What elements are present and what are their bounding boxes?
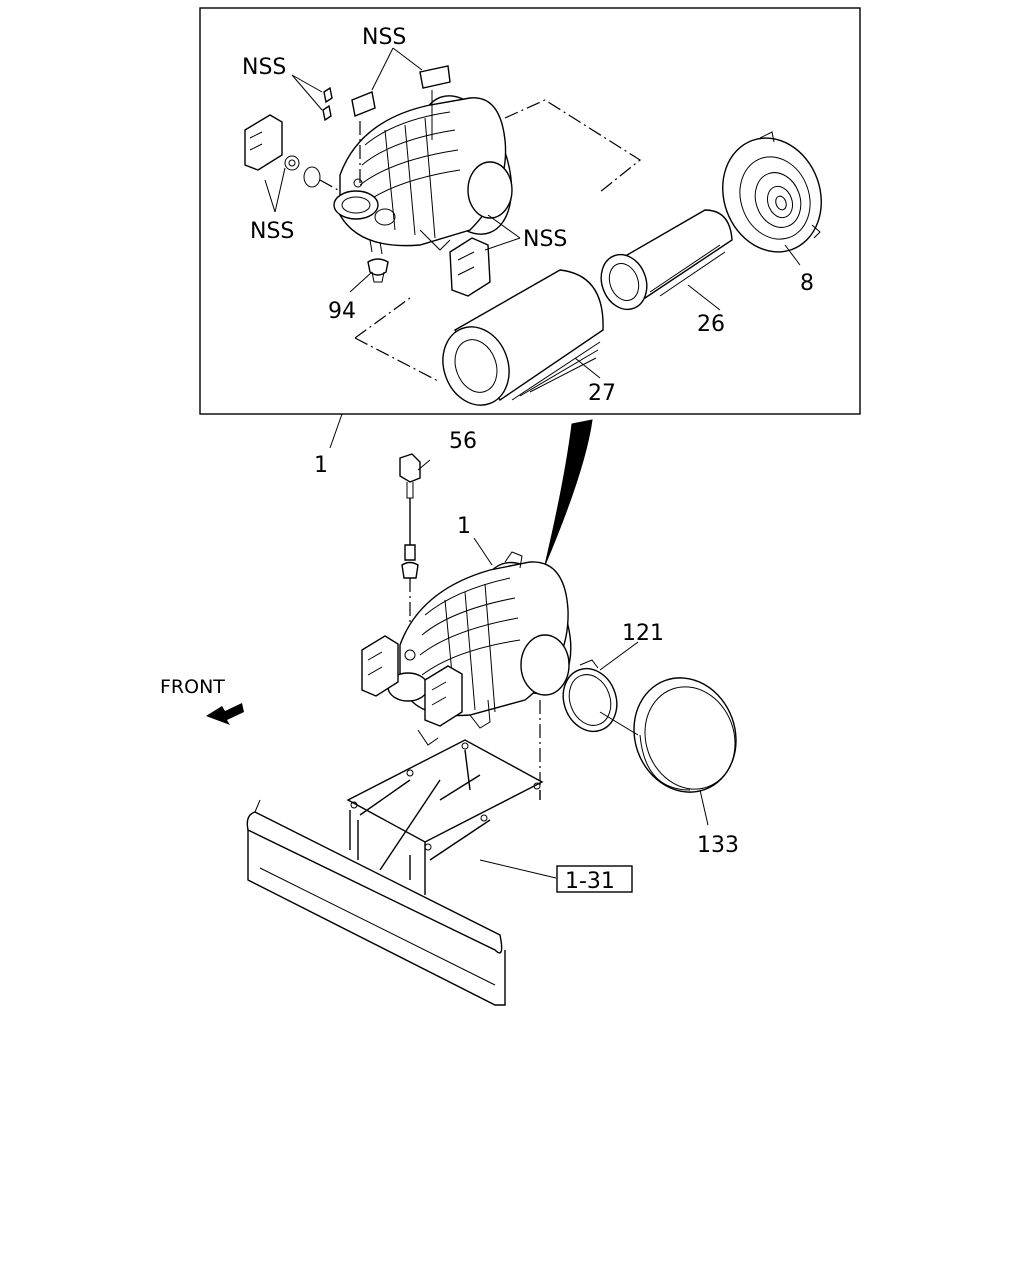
callout-part-27: 27 <box>588 381 616 406</box>
part-26-inner-filter <box>600 209 733 311</box>
air-cleaner-housing-assembled <box>387 551 572 746</box>
leader-ref-box <box>479 859 557 879</box>
callout-part-1-outer: 1 <box>314 453 328 478</box>
frame-rail <box>246 799 506 1006</box>
part-94-valve <box>367 258 389 283</box>
bracket-left-main <box>361 635 399 697</box>
reference-box-frame <box>556 865 633 893</box>
callout-part-121: 121 <box>622 621 664 646</box>
callout-part-133: 133 <box>697 833 739 858</box>
callout-part-26: 26 <box>697 312 725 337</box>
callout-nss-top: NSS <box>362 25 406 50</box>
bracket-right-main <box>424 665 463 727</box>
alignment-line-lower <box>354 297 441 383</box>
callout-part-8: 8 <box>800 271 814 296</box>
inset-leader-lines <box>264 47 801 379</box>
callout-nss-right: NSS <box>523 227 567 252</box>
callout-part-56: 56 <box>449 429 477 454</box>
leader-part-1-outer <box>329 413 343 449</box>
reference-box-label: 1-31 <box>565 869 615 894</box>
front-label: FRONT <box>160 676 225 698</box>
callout-nss-lower-left: NSS <box>250 219 294 244</box>
part-8-end-cap <box>722 131 822 253</box>
part-121-hose-clamp <box>562 659 618 733</box>
detail-pointer-wedge <box>544 419 593 566</box>
callout-part-94: 94 <box>328 299 356 324</box>
detail-inset-frame <box>199 7 861 415</box>
front-direction-arrow-icon <box>206 703 244 725</box>
callout-part-1-inner: 1 <box>457 514 471 539</box>
part-27-outer-filter <box>442 269 604 406</box>
air-cleaner-housing-exploded <box>333 95 513 255</box>
bracket-left-inset <box>244 114 339 191</box>
callout-nss-upper-left: NSS <box>242 55 286 80</box>
bracket-right-inset <box>449 237 491 297</box>
alignment-line-upper <box>504 99 642 193</box>
main-leader-lines <box>473 537 709 826</box>
mounting-frame-bracket <box>346 739 544 895</box>
part-133-inlet-cap <box>633 677 737 793</box>
part-56-restriction-sensor <box>399 453 431 650</box>
nss-small-parts-top <box>322 65 451 122</box>
